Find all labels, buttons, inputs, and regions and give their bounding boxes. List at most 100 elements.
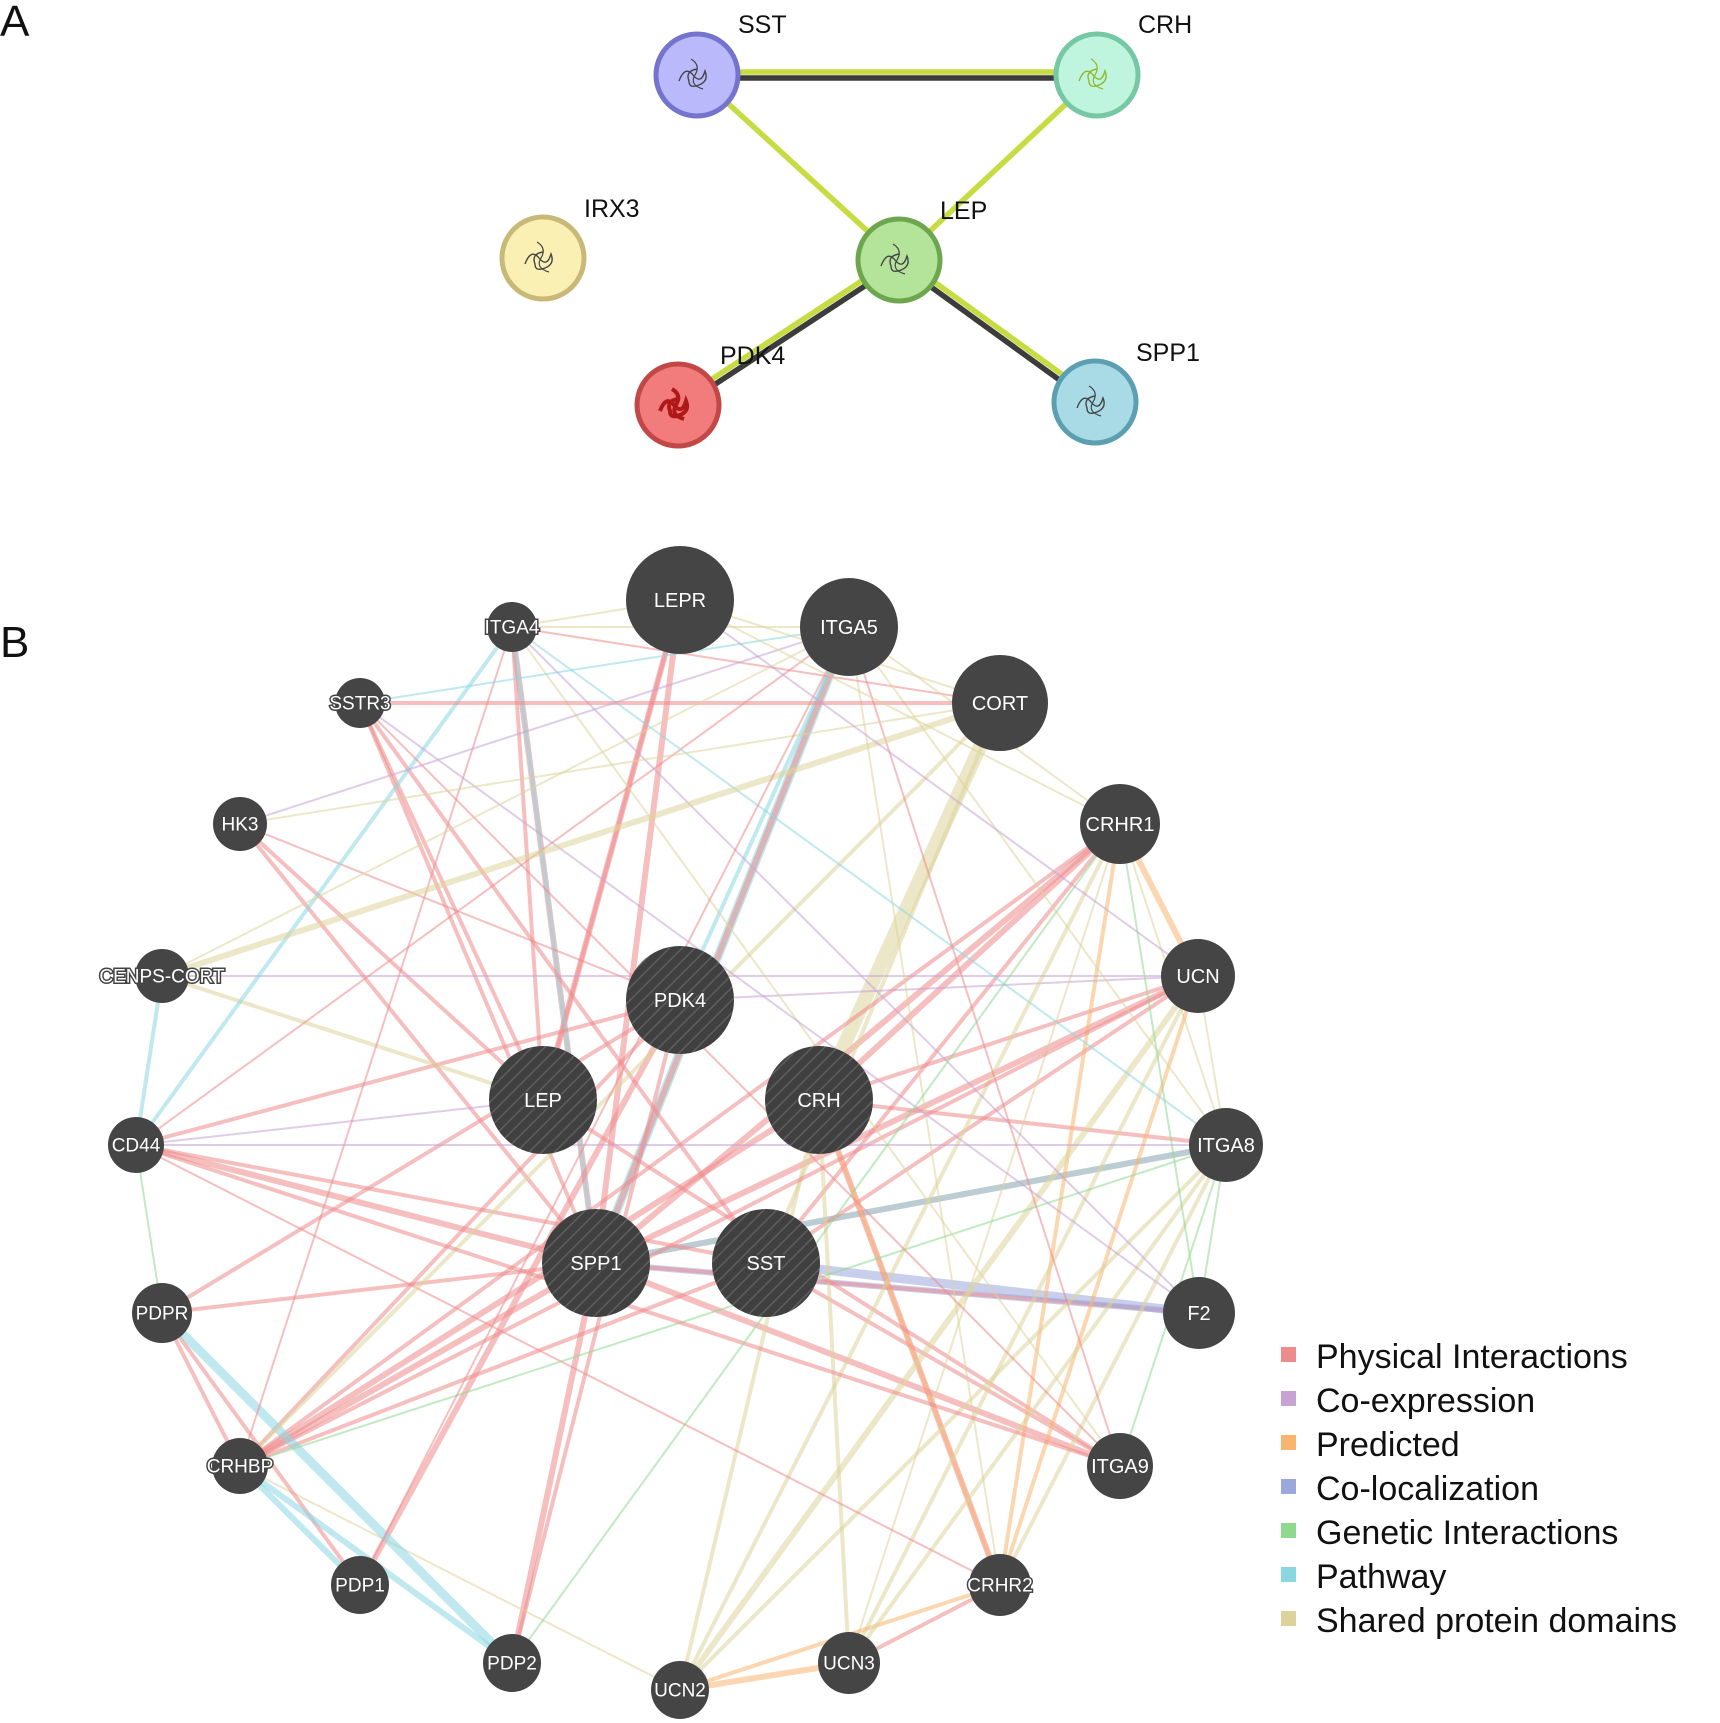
genemania-edge-physical bbox=[237, 1260, 599, 1469]
legend-label: Predicted bbox=[1316, 1426, 1460, 1464]
legend-label: Co-expression bbox=[1316, 1382, 1535, 1420]
legend-swatch bbox=[1281, 1479, 1296, 1494]
genemania-node-label: SST bbox=[747, 1253, 786, 1275]
panel-letter-a: A bbox=[0, 0, 30, 46]
genemania-edge-physical bbox=[358, 701, 598, 1265]
genemania-edge-physical bbox=[816, 821, 1123, 1103]
genemania-node-crhr1[interactable]: CRHR1 bbox=[1080, 784, 1160, 864]
protein-structure-icon bbox=[524, 241, 553, 273]
genemania-node-sst[interactable]: SST bbox=[712, 1209, 820, 1317]
genemania-node-lep[interactable]: LEP bbox=[489, 1046, 597, 1154]
related-node-circle bbox=[335, 678, 385, 728]
genemania-edge-predicted bbox=[817, 1098, 1002, 1587]
genemania-node-pdp2[interactable]: PDP2 bbox=[483, 1634, 541, 1692]
genemania-node-itga9[interactable]: ITGA9 bbox=[1087, 1433, 1153, 1499]
genemania-node-label: UCN3 bbox=[823, 1654, 875, 1675]
genemania-node-hk3[interactable]: HK3 bbox=[213, 797, 267, 851]
genemania-node-label: LEPR bbox=[654, 590, 706, 612]
genemania-edge-coexpression bbox=[511, 626, 1200, 1314]
string-node-lep[interactable]: LEP bbox=[855, 197, 987, 304]
related-node-circle bbox=[1087, 1433, 1153, 1499]
genemania-node-pdpr[interactable]: PDPR bbox=[132, 1283, 192, 1343]
legend-swatch bbox=[1281, 1611, 1296, 1626]
string-edge-sst-lep bbox=[695, 72, 901, 263]
genemania-node-pdp1[interactable]: PDP1 bbox=[331, 1556, 389, 1614]
genemania-node-cd44[interactable]: CD44 bbox=[108, 1117, 164, 1173]
related-node-circle bbox=[626, 546, 734, 654]
string-edge-crh-lep bbox=[897, 72, 1099, 263]
genemania-edge-physical bbox=[510, 998, 682, 1665]
genemania-edge-domains bbox=[678, 1143, 1228, 1692]
genemania-node-spp1[interactable]: SPP1 bbox=[542, 1209, 650, 1317]
genemania-node-crhbp[interactable]: CRHBP bbox=[205, 1438, 275, 1494]
string-node-label: IRX3 bbox=[584, 195, 640, 223]
query-node-circle bbox=[489, 1046, 597, 1154]
query-node-circle bbox=[626, 946, 734, 1054]
genemania-node-label: CRH bbox=[797, 1090, 840, 1112]
genemania-node-ucn[interactable]: UCN bbox=[1161, 939, 1235, 1013]
genemania-node-label: ITGA9 bbox=[1091, 1456, 1149, 1478]
string-nodes: SST CRH IRX3 LEP PDK4 SPP1 bbox=[499, 11, 1200, 449]
genemania-edge-domains bbox=[847, 1143, 1228, 1665]
genemania-node-label: F2 bbox=[1187, 1303, 1210, 1325]
genemania-edge-physical bbox=[359, 702, 1121, 1467]
genemania-edge-pathway bbox=[157, 1308, 517, 1668]
string-edge-lep-pdk4 bbox=[674, 255, 899, 405]
genemania-edge-domains bbox=[812, 696, 1007, 1107]
genemania-node-itga4[interactable]: ITGA4 bbox=[483, 602, 541, 652]
genemania-node-pdk4[interactable]: PDK4 bbox=[626, 946, 734, 1054]
string-node-irx3[interactable]: IRX3 bbox=[499, 195, 640, 302]
protein-structure-icon bbox=[1078, 58, 1107, 90]
genemania-node-label: HK3 bbox=[222, 815, 259, 836]
genemania-node-label: ITGA8 bbox=[1197, 1135, 1255, 1157]
related-node-circle bbox=[1080, 784, 1160, 864]
related-node-circle bbox=[800, 578, 898, 676]
genemania-node-itga5[interactable]: ITGA5 bbox=[800, 578, 898, 676]
genemania-edge-physical bbox=[358, 701, 768, 1265]
related-node-circle bbox=[1163, 1277, 1235, 1349]
genemania-node-label: CRHR1 bbox=[1086, 814, 1155, 836]
genemania-edge-domains bbox=[160, 974, 545, 1102]
genemania-edge-domains bbox=[679, 599, 1121, 825]
genemania-node-sstr3[interactable]: SSTR3 bbox=[328, 678, 392, 728]
legend-swatch bbox=[1281, 1435, 1296, 1450]
genemania-node-cort[interactable]: CORT bbox=[952, 655, 1048, 751]
string-node-circle bbox=[1051, 358, 1139, 446]
genemania-edge-physical bbox=[593, 597, 683, 1266]
genemania-edge-domains bbox=[677, 973, 1201, 1693]
related-node-circle bbox=[651, 1661, 709, 1719]
genemania-edge-physical bbox=[135, 626, 850, 1146]
related-node-circle bbox=[331, 1556, 389, 1614]
genemania-node-label: PDP2 bbox=[487, 1654, 537, 1675]
related-node-circle bbox=[108, 1117, 164, 1173]
genemania-edge-domains bbox=[678, 1098, 821, 1692]
genemania-edge-domains bbox=[161, 626, 850, 977]
genemania-node-cenps-cort[interactable]: CENPS-CORT bbox=[98, 949, 227, 1003]
genemania-edge-physical bbox=[817, 974, 1200, 1102]
string-node-sst[interactable]: SST bbox=[653, 11, 787, 119]
genemania-node-ucn2[interactable]: UCN2 bbox=[651, 1661, 709, 1719]
genemania-node-label: PDPR bbox=[136, 1304, 189, 1325]
genemania-node-lepr[interactable]: LEPR bbox=[626, 546, 734, 654]
legend-swatch bbox=[1281, 1391, 1296, 1406]
genemania-node-ucn3[interactable]: UCN3 bbox=[818, 1632, 880, 1694]
genemania-edge-coexpression bbox=[679, 975, 1199, 1001]
string-node-pdk4[interactable]: PDK4 bbox=[634, 342, 785, 449]
genemania-edge-physical bbox=[134, 1143, 768, 1265]
genemania-edge-domains bbox=[239, 702, 1001, 825]
genemania-edge-physical bbox=[238, 998, 682, 1468]
genemania-node-crhr2[interactable]: CRHR2 bbox=[966, 1554, 1034, 1616]
genemania-edge-physical bbox=[238, 974, 1200, 1468]
string-node-spp1[interactable]: SPP1 bbox=[1051, 339, 1200, 446]
string-node-crh[interactable]: CRH bbox=[1053, 11, 1192, 119]
genemania-edge-domains bbox=[848, 823, 1121, 1664]
genemania-node-crh[interactable]: CRH bbox=[765, 1046, 873, 1154]
genemania-edge-coexpression bbox=[239, 626, 850, 825]
genemania-node-itga8[interactable]: ITGA8 bbox=[1189, 1108, 1263, 1182]
genemania-node-label: PDK4 bbox=[654, 990, 706, 1012]
genemania-edge-genetic bbox=[1119, 823, 1200, 1314]
genemania-node-f2[interactable]: F2 bbox=[1163, 1277, 1235, 1349]
